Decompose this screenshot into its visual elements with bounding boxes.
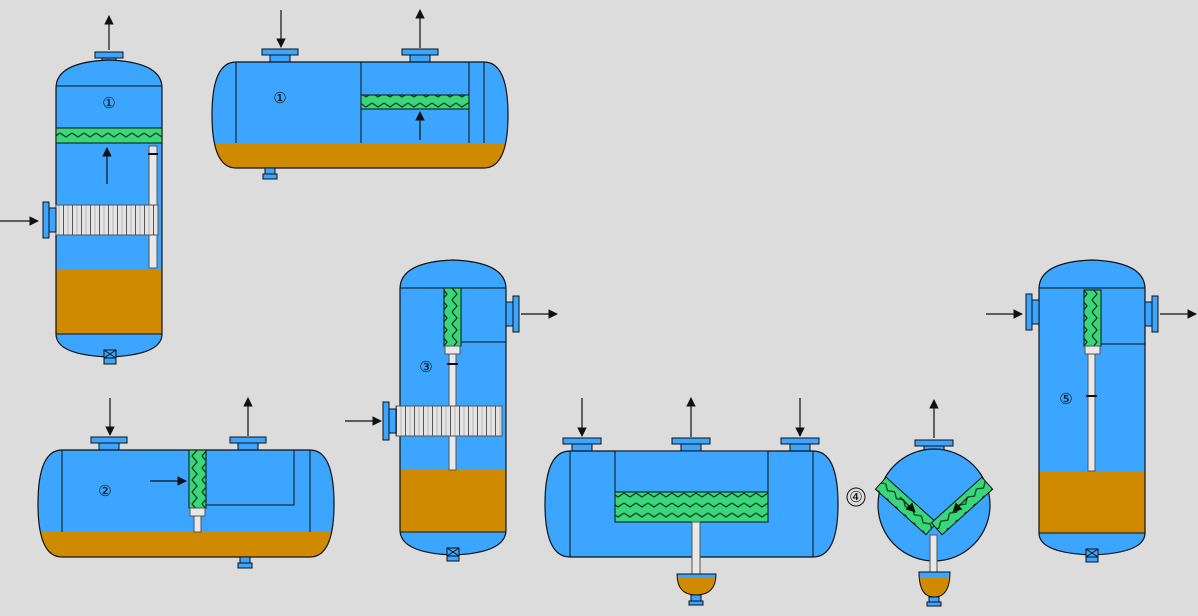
horizontal-separator-1: ① bbox=[211, 9, 509, 180]
flow-arrow bbox=[899, 496, 916, 513]
vertical-separator-5: ⑤ bbox=[986, 259, 1197, 563]
vertical-separator-3: ③ bbox=[345, 259, 558, 562]
vessel-label: ① bbox=[273, 89, 286, 107]
vessel-label: ④ bbox=[849, 488, 862, 506]
vessel-label: ⑤ bbox=[1059, 390, 1072, 408]
horizontal-separator-2: ② bbox=[37, 397, 335, 569]
vessel-label: ② bbox=[98, 482, 111, 500]
vertical-separator-1: ① bbox=[0, 15, 163, 365]
vessel-label: ③ bbox=[419, 358, 432, 376]
spherical-end-view bbox=[874, 399, 994, 607]
flow-arrow bbox=[952, 496, 969, 513]
horizontal-separator-4: ④ bbox=[544, 397, 866, 606]
vessel-label: ① bbox=[102, 94, 115, 112]
